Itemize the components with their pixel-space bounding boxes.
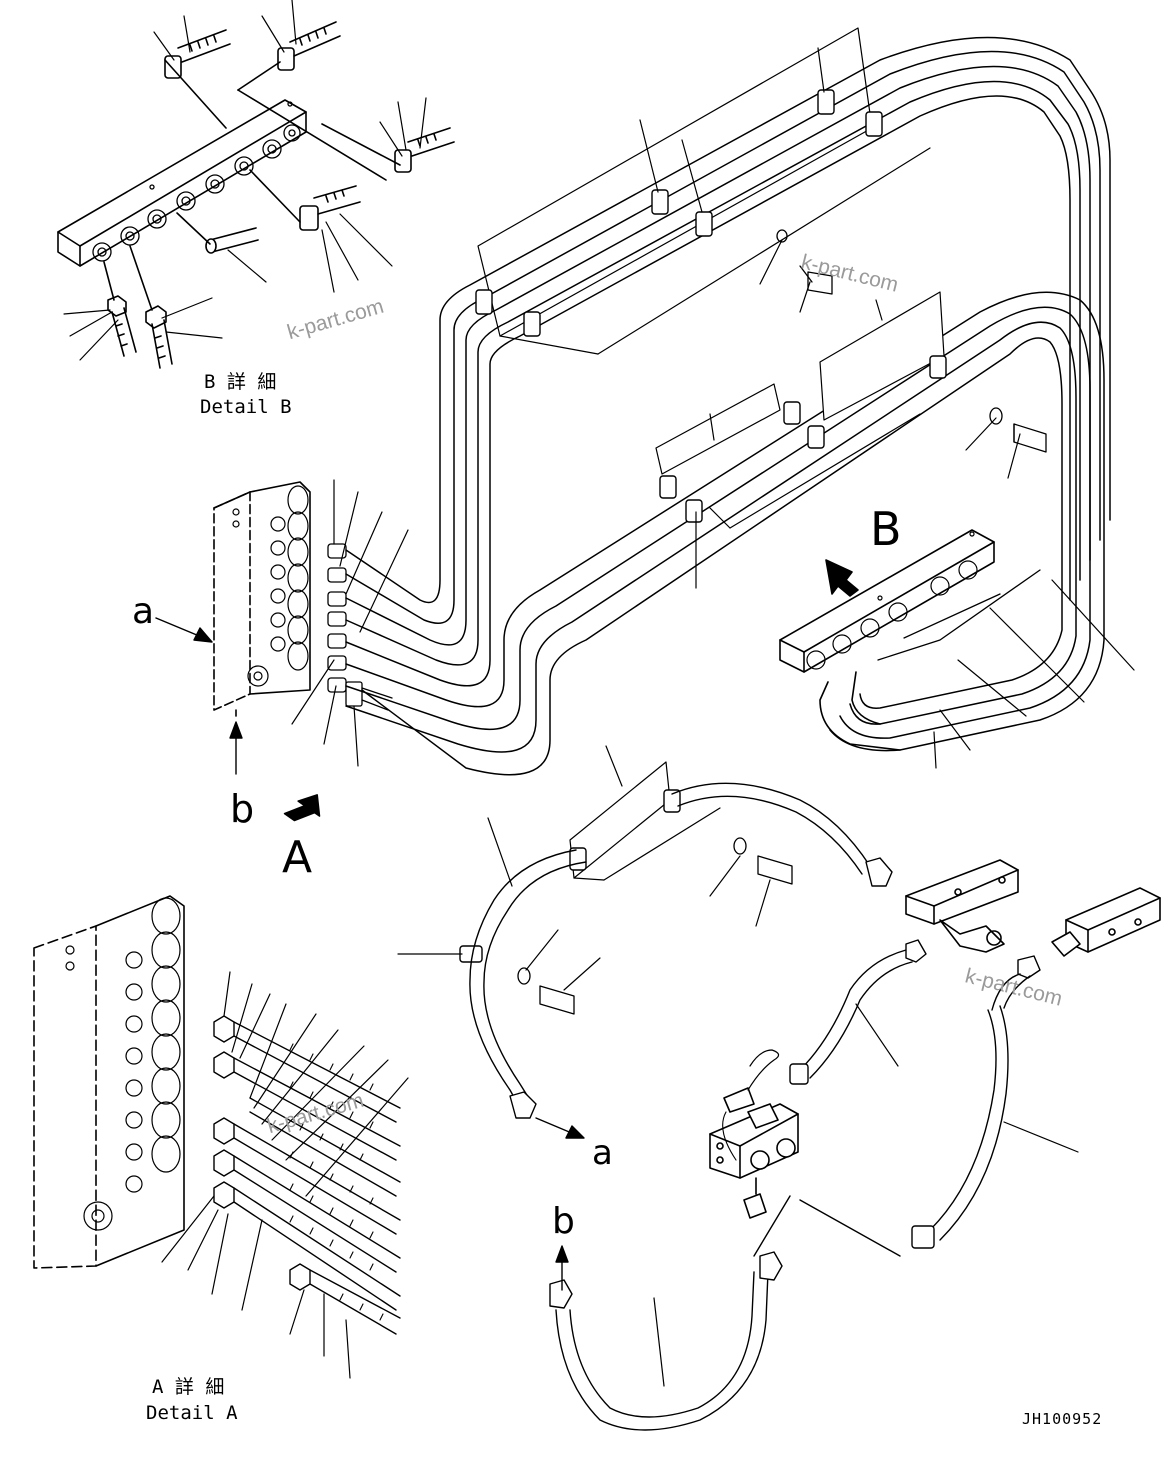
lower-leaders: [291, 47, 1135, 1387]
arrow-A-bold: [283, 794, 321, 822]
label-a-bottom: a: [592, 1133, 613, 1173]
arrow-a-bottom: [535, 1117, 585, 1139]
pipe-clamps: [459, 89, 947, 963]
lower-hose-loop: [469, 782, 893, 1119]
detail-b-title-en: Detail B: [200, 396, 292, 418]
bolts-washers: [517, 229, 1047, 1015]
detail-b-leaders: [63, 0, 427, 361]
label-a-left: a: [132, 591, 155, 632]
arrow-b-left: [229, 721, 243, 775]
detail-b-hoses: [103, 21, 455, 369]
valve-a-fittings: [327, 543, 393, 711]
detail-a-block: [33, 895, 185, 1269]
lower-valve-1: [905, 859, 1019, 953]
detail-b-block: [57, 99, 307, 267]
valve-block-a: [213, 481, 311, 717]
distributor-block-b: [779, 529, 1041, 751]
label-A: A: [282, 832, 313, 883]
label-b-bottom: b: [552, 1201, 575, 1242]
label-b-left: b: [230, 787, 255, 831]
control-valve: [709, 1049, 799, 1219]
label-B: B: [870, 502, 902, 556]
drawing-number: JH100952: [1022, 1410, 1103, 1428]
detail-a-hoses: [213, 1015, 401, 1335]
lower-valve-2: [1051, 887, 1161, 957]
detail-a-title-jp: A 詳 細: [152, 1376, 225, 1398]
arrow-b-bottom: [555, 1245, 569, 1291]
lower-hoses: [549, 939, 1041, 1431]
detail-a-title-en: Detail A: [146, 1402, 238, 1424]
clamp-plates: [477, 27, 945, 881]
arrow-a-left: [155, 617, 213, 643]
arrow-B-bold: [825, 559, 859, 597]
detail-a-leaders: [161, 971, 409, 1379]
detail-b-title-jp: B 詳 細: [204, 371, 277, 393]
main-pipe-bundle: [345, 36, 1111, 776]
